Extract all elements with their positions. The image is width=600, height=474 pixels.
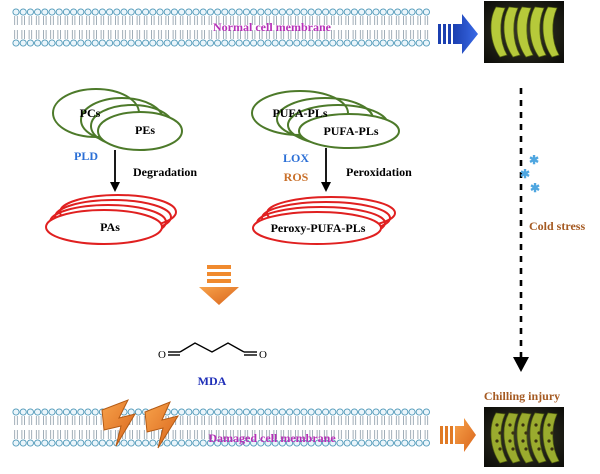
- damaged-membrane-label: Damaged cell membrane: [208, 431, 336, 445]
- damaged-membrane: [12, 408, 430, 447]
- mda-oxygen-right: O: [259, 349, 267, 361]
- orange-down-arrow-icon: [199, 265, 239, 305]
- pufa-pls-label-1: PUFA-PLs: [272, 106, 327, 120]
- peroxidation-phospholipids: [251, 90, 400, 149]
- pufa-pls-label-2: PUFA-PLs: [323, 124, 378, 138]
- pld-label: PLD: [74, 149, 98, 163]
- degradation-phospholipids: [52, 88, 183, 151]
- normal-membrane: [12, 8, 430, 47]
- degradation-arrow: [110, 150, 120, 192]
- peroxidation-label: Peroxidation: [346, 165, 412, 179]
- pcs-label: PCs: [80, 106, 101, 120]
- mda-label: MDA: [198, 374, 227, 388]
- svg-text:✱: ✱: [530, 181, 540, 195]
- orange-arrow-icon: [440, 418, 476, 452]
- cold-stress-label: Cold stress: [529, 219, 585, 233]
- peroxidation-arrow: [321, 148, 331, 192]
- pas-ellipses: [45, 194, 177, 245]
- peroxy-pufa-pls-label: Peroxy-PUFA-PLs: [271, 221, 366, 235]
- blue-arrow-icon: [438, 14, 478, 54]
- cold-stress-arrow: [513, 88, 529, 372]
- ros-label: ROS: [284, 170, 309, 184]
- chilling-injury-label: Chilling injury: [484, 389, 560, 403]
- svg-text:✱: ✱: [520, 167, 530, 181]
- mda-structure: [168, 342, 257, 356]
- peroxy-ellipses: [252, 196, 396, 245]
- degradation-label: Degradation: [133, 165, 197, 179]
- pas-label: PAs: [100, 220, 120, 234]
- pes-label: PEs: [135, 123, 155, 137]
- normal-membrane-label: Normal cell membrane: [213, 20, 332, 34]
- snowflake-icon: ✱ ✱ ✱: [520, 153, 540, 195]
- lox-label: LOX: [283, 151, 309, 165]
- svg-text:✱: ✱: [529, 153, 539, 167]
- injured-banana-image: [484, 407, 564, 467]
- mda-oxygen-left: O: [158, 349, 166, 361]
- lightning-bolt-icon: [101, 399, 180, 449]
- healthy-banana-image: [484, 1, 564, 63]
